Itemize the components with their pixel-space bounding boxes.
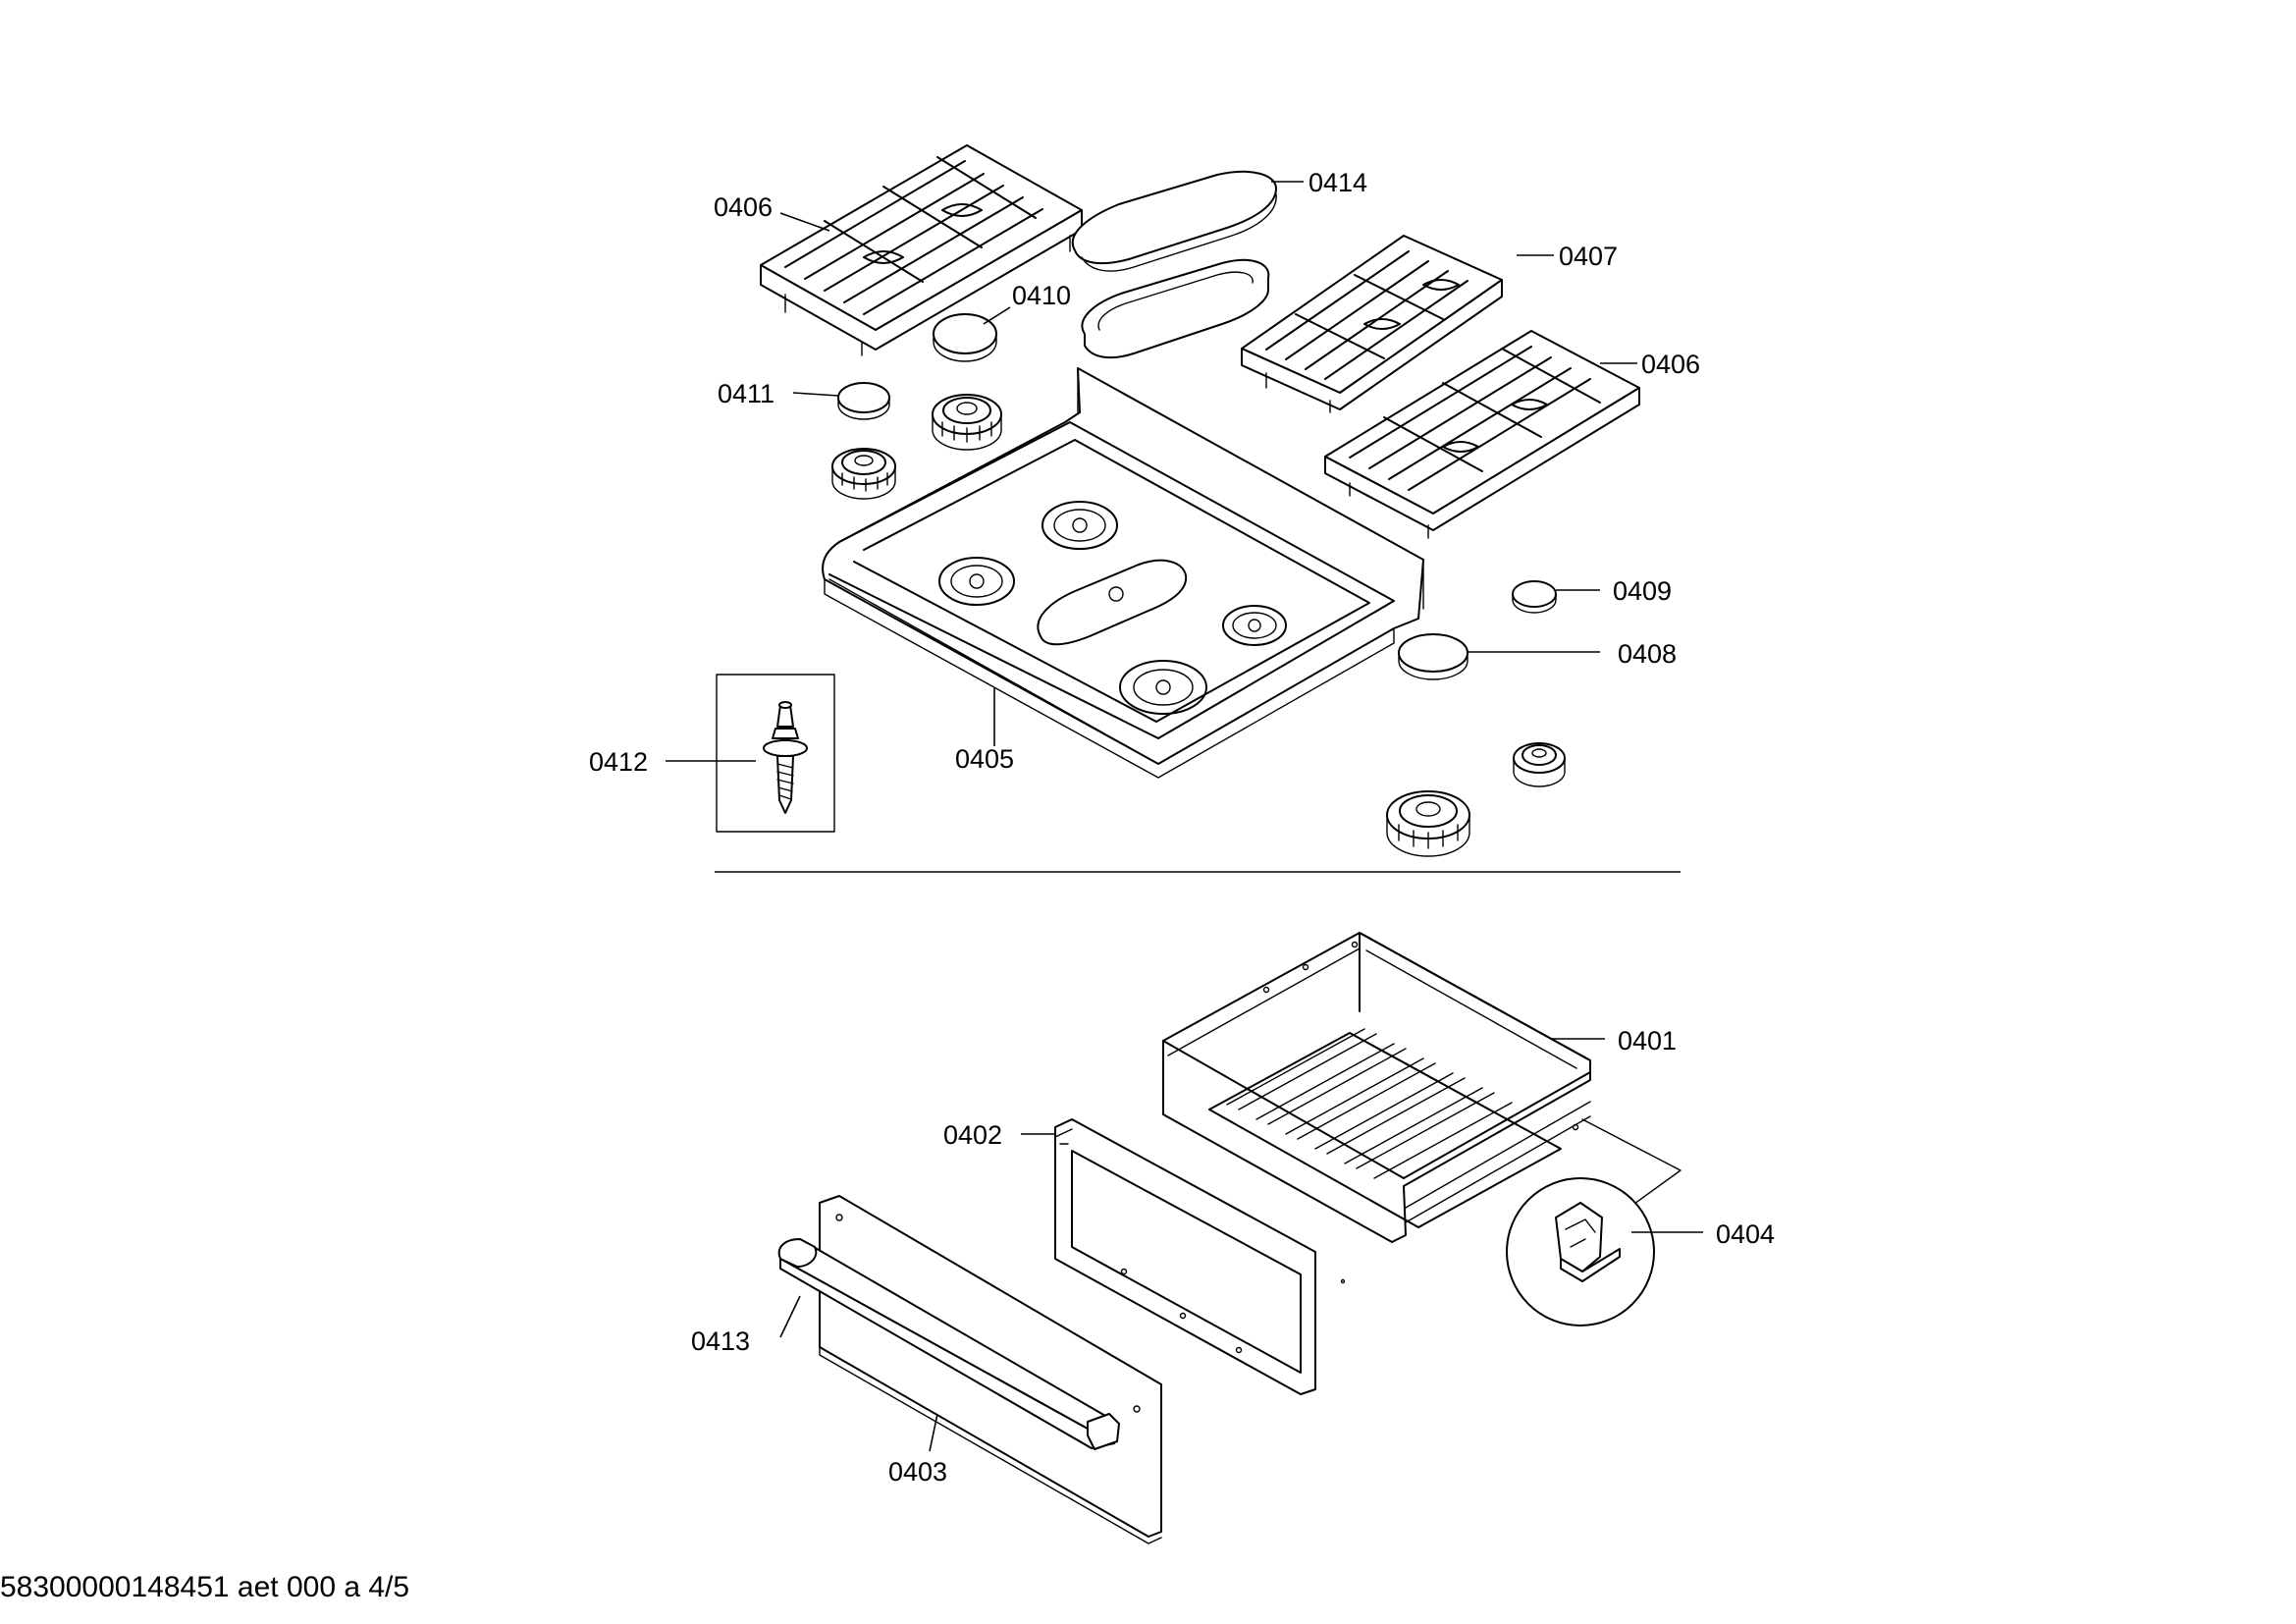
label-0414: 0414: [1308, 168, 1367, 197]
label-0410: 0410: [1012, 281, 1071, 310]
label-0413: 0413: [691, 1326, 750, 1356]
label-0401: 0401: [1618, 1026, 1677, 1056]
burner-cap-0410: [933, 313, 997, 362]
oval-cover-0414: [1071, 170, 1277, 272]
label-0407: 0407: [1559, 242, 1618, 271]
label-0411: 0411: [718, 379, 774, 408]
oval-burner-base: [1081, 258, 1270, 359]
drawer-frame-0402: [1054, 1118, 1346, 1395]
grate-0407: [1241, 235, 1503, 413]
label-0408: 0408: [1618, 639, 1677, 669]
burner-head-top-1: [932, 394, 1002, 451]
drawer-box-0401: [1162, 932, 1591, 1243]
clip-0404-detail: [1506, 1118, 1682, 1326]
burner-cap-0409: [1512, 580, 1557, 614]
label-0406-top-left: 0406: [714, 192, 773, 222]
grate-0406-top-left: [760, 144, 1083, 356]
burner-head-bottom-1: [1513, 742, 1566, 787]
burner-head-top-2: [831, 448, 896, 500]
label-0406-right: 0406: [1641, 350, 1700, 379]
leader-lines: [666, 181, 1703, 1452]
label-0405: 0405: [955, 744, 1014, 774]
burner-head-bottom-2: [1386, 790, 1470, 857]
handle-0413: [777, 1238, 1120, 1450]
burner-cap-0411: [837, 382, 890, 420]
label-0409: 0409: [1613, 576, 1672, 606]
label-0404: 0404: [1716, 1219, 1775, 1249]
label-0412: 0412: [589, 747, 648, 777]
grate-0406-right: [1324, 330, 1640, 539]
cooktop-tray-0405: [822, 367, 1424, 779]
document-id-footer: 58300000148451 aet 000 a 4/5: [0, 1571, 410, 1603]
screw-0412: [716, 674, 835, 833]
label-0402: 0402: [943, 1120, 1002, 1150]
label-0403: 0403: [888, 1457, 947, 1487]
burner-cap-0408: [1398, 633, 1468, 680]
